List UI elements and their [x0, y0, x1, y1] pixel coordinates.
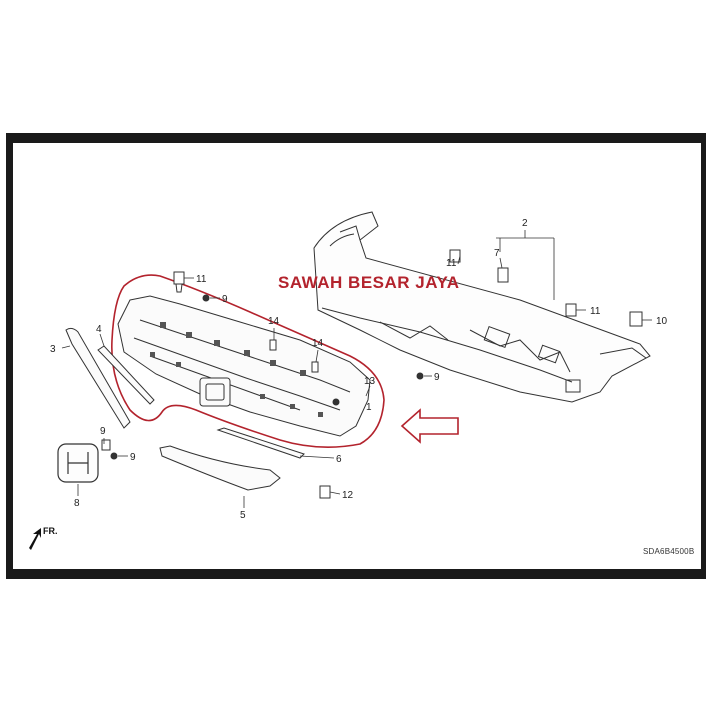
grille-body: [117, 295, 371, 437]
label-4: 4: [96, 324, 102, 335]
label-9d: 9: [130, 452, 136, 463]
label-2: 2: [522, 218, 528, 229]
label-11c: 11: [590, 306, 601, 317]
fasteners: [101, 249, 643, 499]
front-direction-arrow-icon: [29, 528, 41, 550]
label-8: 8: [74, 498, 80, 509]
part-labels: 11 9 14 14 9 13 1 11 7 2 11 10 12 6 3 4 …: [50, 218, 668, 521]
label-11b: 11: [446, 258, 457, 269]
diagram-code: SDA6B4500B: [643, 547, 695, 556]
label-14b: 14: [312, 338, 324, 349]
direction-label: FR.: [43, 526, 58, 536]
upper-cover-outline: [313, 211, 651, 403]
watermark-text: SAWAH BESAR JAYA: [278, 273, 460, 292]
honda-emblem-icon: [57, 443, 99, 483]
label-13: 13: [364, 376, 376, 387]
label-5: 5: [240, 510, 246, 521]
red-arrow-icon: [400, 408, 459, 444]
molding-5: [159, 445, 281, 491]
leader-lines: [61, 230, 652, 508]
label-11a: 11: [196, 274, 207, 285]
molding-3: [65, 327, 131, 429]
label-7: 7: [494, 248, 500, 259]
label-1: 1: [366, 402, 372, 413]
grille-slots: [150, 322, 323, 417]
label-6: 6: [336, 454, 342, 465]
label-9b: 9: [434, 372, 440, 383]
label-10: 10: [656, 316, 668, 327]
label-12: 12: [342, 490, 354, 501]
label-9a: 9: [222, 294, 228, 305]
strip-6: [216, 427, 305, 459]
label-9c: 9: [100, 426, 106, 437]
grille-highlight-outline: [111, 274, 385, 448]
label-14a: 14: [268, 316, 280, 327]
label-3: 3: [50, 344, 56, 355]
molding-4: [97, 345, 155, 405]
